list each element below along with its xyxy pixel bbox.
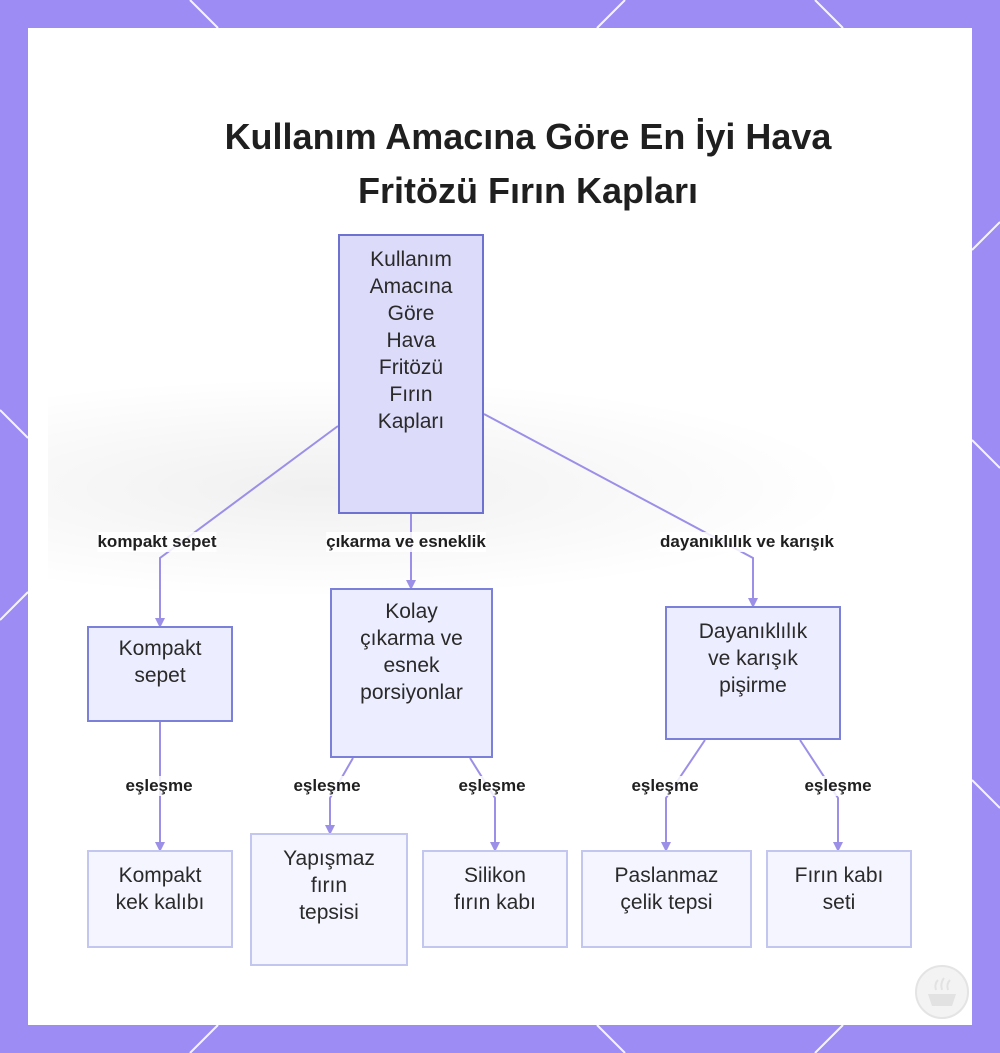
node-steel-line: çelik tepsi: [620, 891, 713, 914]
node-root-line: Fırın: [389, 383, 433, 406]
edge-root-compact: [155, 425, 339, 628]
node-nonstick-tray: Yapışmaz fırın tepsisi: [250, 833, 408, 966]
node-bake-set-line: seti: [822, 891, 856, 914]
edge-label-durable: dayanıklılık ve karışık: [660, 532, 834, 552]
node-easy-line: çıkarma ve: [360, 627, 463, 650]
edge-easy-nonstick: [325, 757, 354, 835]
edge-label-compact: kompakt sepet: [97, 532, 217, 552]
node-easy-line: porsiyonlar: [360, 681, 463, 704]
node-bake-set-line: Fırın kabı: [794, 864, 884, 887]
edge-durable-bakeset: [799, 739, 843, 852]
node-silicone-line: fırın kabı: [454, 891, 536, 914]
diagram-canvas: Kullanım Amacına Göre En İyi Hava Fritöz…: [28, 28, 972, 1025]
node-nonstick-line: tepsisi: [299, 901, 359, 924]
node-root-line: Göre: [387, 302, 435, 325]
node-nonstick-line: fırın: [310, 874, 348, 897]
node-nonstick-line: Yapışmaz: [283, 847, 375, 870]
node-root-line: Kullanım: [370, 248, 452, 271]
cooking-pot-logo-icon: [915, 965, 969, 1019]
edge-label-match: eşleşme: [631, 776, 699, 796]
edge-label-match: eşleşme: [804, 776, 872, 796]
edge-label-match: eşleşme: [293, 776, 361, 796]
node-steel-line: Paslanmaz: [614, 864, 719, 887]
node-easy-release: Kolay çıkarma ve esnek porsiyonlar: [330, 588, 493, 758]
diagram-title: Kullanım Amacına Göre En İyi Hava Fritöz…: [128, 110, 928, 218]
edge-label-match: eşleşme: [125, 776, 193, 796]
node-root-line: Amacına: [369, 275, 453, 298]
edge-root-durable: [483, 413, 758, 608]
node-silicone-line: Silikon: [464, 864, 526, 887]
node-cake-pan-line: Kompakt: [118, 864, 202, 887]
node-compact-basket: Kompakt sepet: [87, 626, 233, 722]
node-compact-line: sepet: [134, 664, 186, 687]
node-cake-pan: Kompakt kek kalıbı: [87, 850, 233, 948]
node-root-line: Hava: [386, 329, 436, 352]
node-silicone-dish: Silikon fırın kabı: [422, 850, 568, 948]
edge-label-match: eşleşme: [458, 776, 526, 796]
node-steel-tray: Paslanmaz çelik tepsi: [581, 850, 752, 948]
node-bake-set: Fırın kabı seti: [766, 850, 912, 948]
node-durability-line: ve karışık: [708, 647, 798, 670]
node-durability: Dayanıklılık ve karışık pişirme: [665, 606, 841, 740]
edge-layer: [155, 413, 843, 852]
title-line-2: Fritözü Fırın Kapları: [357, 170, 698, 211]
edge-label-easy: çıkarma ve esneklik: [326, 532, 486, 552]
edge-durable-steel: [661, 739, 706, 852]
node-root: Kullanım Amacına Göre Hava Fritözü Fırın…: [338, 234, 484, 514]
edge-easy-silicone: [469, 757, 500, 852]
node-root-line: Kapları: [377, 410, 445, 433]
node-compact-line: Kompakt: [118, 637, 202, 660]
node-durability-line: pişirme: [719, 674, 787, 697]
title-line-1: Kullanım Amacına Göre En İyi Hava: [224, 116, 832, 157]
node-durability-line: Dayanıklılık: [698, 620, 808, 643]
node-easy-line: esnek: [383, 654, 440, 677]
node-cake-pan-line: kek kalıbı: [115, 891, 205, 914]
node-easy-line: Kolay: [385, 600, 438, 623]
node-root-line: Fritözü: [378, 356, 444, 379]
